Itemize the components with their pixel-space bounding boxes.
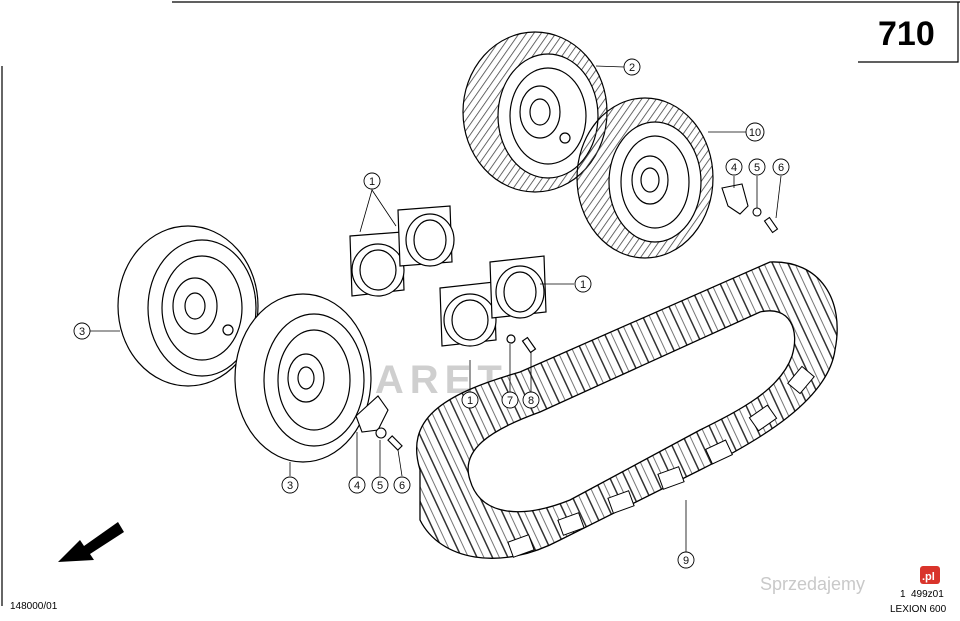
svg-text:9: 9	[683, 555, 689, 567]
svg-text:4: 4	[354, 480, 360, 492]
callout-2: 2	[623, 58, 641, 76]
svg-text:4: 4	[731, 162, 737, 174]
wheel-3-right	[234, 293, 372, 463]
callout-6-upper: 6	[772, 158, 790, 176]
callout-10: 10	[745, 122, 765, 142]
svg-text:3: 3	[79, 326, 85, 338]
callout-4-upper: 4	[725, 158, 743, 176]
model-label: LEXION 600	[890, 604, 947, 615]
drawing-code-left: 148000/01	[10, 601, 58, 612]
site-watermark-badge	[920, 566, 940, 584]
svg-text:3: 3	[287, 480, 293, 492]
callout-7: 7	[501, 391, 519, 409]
svg-text:6: 6	[778, 162, 784, 174]
site-watermark: Sprzedajemy .pl	[760, 566, 940, 594]
svg-text:8: 8	[528, 395, 534, 407]
wheel-3-left	[117, 225, 259, 387]
callout-6-lower: 6	[393, 476, 411, 494]
direction-arrow-icon	[58, 522, 124, 562]
svg-text:5: 5	[377, 480, 383, 492]
svg-text:6: 6	[399, 480, 405, 492]
callout-3-bottom: 3	[281, 476, 299, 494]
callout-5-upper: 5	[748, 158, 766, 176]
site-watermark-text: Sprzedajemy	[760, 574, 865, 594]
svg-text:10: 10	[749, 127, 761, 139]
callout-1-bottom: 1	[461, 391, 479, 409]
frame	[1, 1, 960, 606]
callout-4-lower: 4	[348, 476, 366, 494]
svg-text:1: 1	[369, 176, 375, 188]
callouts: 2 10 4 5 6 1 1 3 3 1 7 8 4 5 6 9	[73, 58, 790, 569]
bracket-assembly-lower	[355, 395, 403, 451]
wheel-10	[576, 97, 714, 259]
leader-lines	[90, 65, 782, 552]
svg-text:7: 7	[507, 395, 513, 407]
page-number: 710	[878, 15, 935, 53]
drawing-id: 499z01	[911, 589, 944, 600]
svg-text:1: 1	[580, 279, 586, 291]
drawing-id-prefix: 1	[900, 589, 906, 600]
callout-3-left: 3	[73, 322, 91, 340]
callout-9: 9	[677, 551, 695, 569]
bracket-assembly-upper	[721, 183, 779, 234]
svg-text:5: 5	[754, 162, 760, 174]
rubber-track	[415, 261, 838, 559]
callout-5-lower: 5	[371, 476, 389, 494]
svg-text:2: 2	[629, 62, 635, 74]
site-watermark-suffix: .pl	[922, 571, 935, 583]
callout-1-top: 1	[363, 172, 381, 190]
callout-8: 8	[522, 391, 540, 409]
roller-bearings	[349, 205, 547, 354]
svg-text:1: 1	[467, 395, 473, 407]
callout-1-right: 1	[574, 275, 592, 293]
